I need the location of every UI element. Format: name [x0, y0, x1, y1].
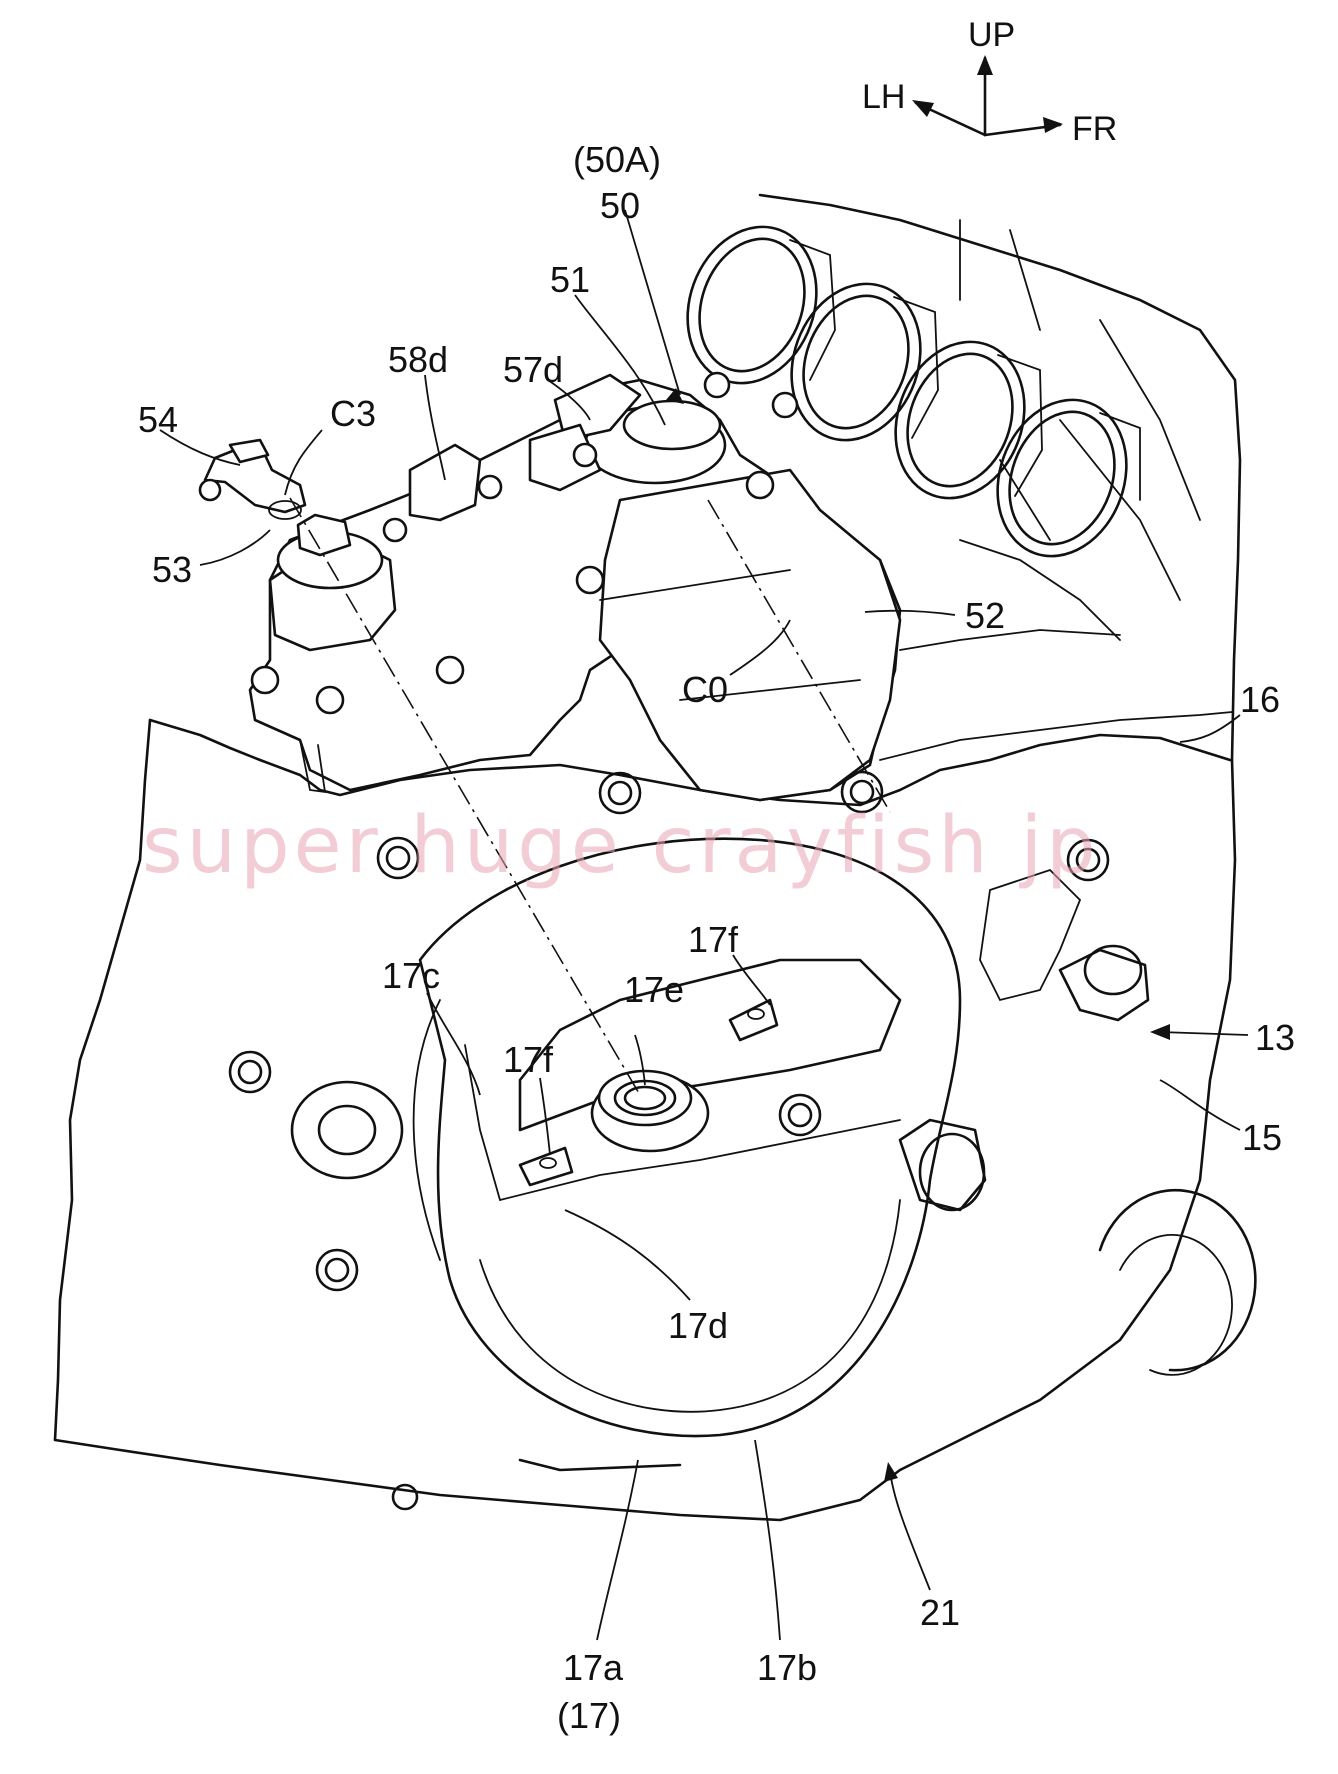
label-17e: 17e: [624, 969, 684, 1010]
orientation-up: UP: [968, 16, 1015, 54]
label-17d: 17d: [668, 1305, 728, 1346]
label-16: 16: [1240, 679, 1280, 720]
label-17a: 17a: [563, 1647, 624, 1688]
orientation-fr: FR: [1072, 110, 1117, 148]
crankcase-body: [53, 193, 1242, 1522]
label-57d: 57d: [503, 349, 563, 390]
label-17c: 17c: [382, 955, 440, 996]
label-17: (17): [557, 1695, 621, 1736]
bolts: [198, 371, 799, 715]
cover-17: [412, 837, 962, 1472]
reference-labels: (50A) 50 51 58d 57d 54 C3 53 52 C0 16 17…: [138, 139, 1295, 1736]
label-c0: C0: [682, 669, 728, 710]
case-bosses: [228, 770, 1257, 1511]
intake-rings: [686, 225, 1141, 558]
orientation-lh: LH: [862, 78, 905, 116]
label-15: 15: [1242, 1117, 1282, 1158]
axis-lines: [289, 497, 891, 1096]
label-17f-upper: 17f: [688, 919, 739, 960]
shift-actuator-unit: [203, 373, 902, 802]
label-58d: 58d: [388, 339, 448, 380]
watermark: super huge crayfish jp: [142, 801, 1100, 891]
leader-lines: [159, 209, 1249, 1641]
label-53: 53: [152, 549, 192, 590]
label-50a: (50A): [573, 139, 661, 180]
label-51: 51: [550, 259, 590, 300]
label-c3: C3: [330, 393, 376, 434]
orientation-indicator: UP LH FR: [862, 16, 1117, 148]
label-17b: 17b: [757, 1647, 817, 1688]
label-17f-lower: 17f: [503, 1039, 554, 1080]
label-13: 13: [1255, 1017, 1295, 1058]
label-52: 52: [965, 595, 1005, 636]
label-54: 54: [138, 399, 178, 440]
label-21: 21: [920, 1592, 960, 1633]
label-50: 50: [600, 185, 640, 226]
